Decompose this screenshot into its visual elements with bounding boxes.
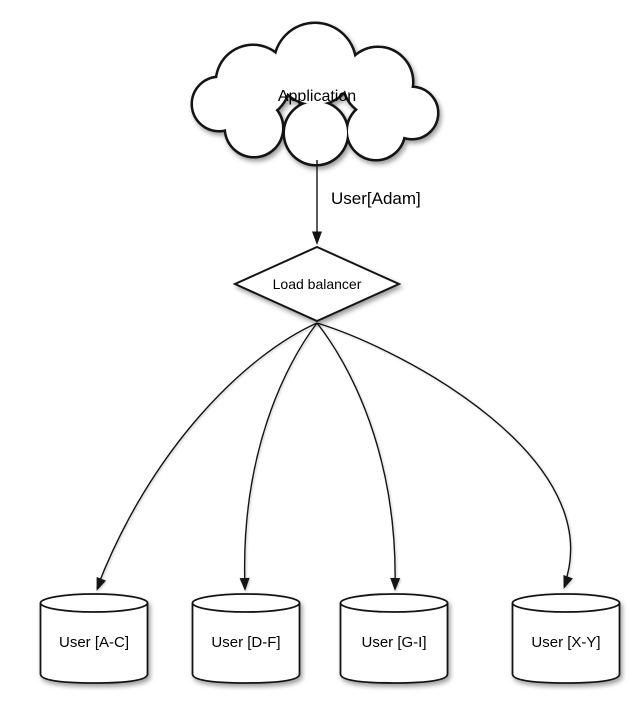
edge-loadbalancer-to-shard-df — [239, 322, 318, 591]
shard-df-cylinder-node: User [D-F] — [191, 593, 301, 684]
cylinder-df-body — [191, 603, 301, 684]
loadbalancer-label: Load balancer — [273, 276, 362, 292]
shard-gi-label: User [G-I] — [361, 634, 426, 651]
shard-ac-cylinder-node: User [A-C] — [39, 593, 149, 684]
edge-lb-df-curve — [243, 322, 318, 589]
edge-app-lb-label: User[Adam] — [331, 189, 421, 208]
diamond-shape — [232, 245, 402, 323]
edge-loadbalancer-to-shard-gi — [316, 322, 401, 591]
cylinder-xy-top — [511, 593, 621, 613]
shard-xy-label: User [X-Y] — [531, 634, 600, 651]
cylinder-df-top — [191, 593, 301, 613]
cylinder-xy-body — [511, 603, 621, 684]
loadbalancer-diamond-node: Load balancer — [232, 245, 402, 323]
edge-app-lb-arrowhead — [312, 231, 322, 245]
cylinder-gi-top — [339, 593, 449, 613]
application-cloud-node: Application — [190, 21, 440, 167]
edge-lb-ac-curve — [96, 322, 318, 589]
cylinder-ac-body — [39, 603, 149, 684]
shard-df-label: User [D-F] — [211, 634, 280, 651]
cylinder-ac-top — [39, 593, 149, 613]
application-label: Application — [278, 88, 356, 105]
edge-lb-xy-curve — [316, 322, 572, 587]
edge-lb-gi-arrowhead — [390, 577, 401, 591]
edge-loadbalancer-to-shard-xy — [316, 322, 573, 589]
edge-lb-gi-curve — [316, 322, 396, 589]
edge-lb-ac-arrowhead — [96, 577, 106, 591]
edge-loadbalancer-to-shard-ac — [96, 322, 318, 591]
shard-ac-label: User [A-C] — [59, 634, 129, 651]
cylinder-gi-body — [339, 603, 449, 684]
edge-lb-xy-arrowhead — [563, 575, 573, 589]
shard-xy-cylinder-node: User [X-Y] — [511, 593, 621, 684]
edge-application-to-loadbalancer: User[Adam] — [312, 160, 421, 245]
edge-lb-df-arrowhead — [239, 577, 250, 591]
shard-gi-cylinder-node: User [G-I] — [339, 593, 449, 684]
cloud-shape-fill — [193, 24, 437, 164]
